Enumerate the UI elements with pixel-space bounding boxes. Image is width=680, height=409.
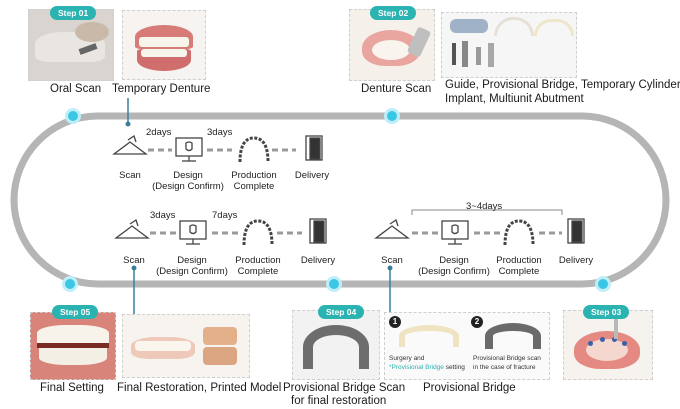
provisional-bridge-panel: 1 2 Surgery and *Provisional Bridge sett… [384,312,550,380]
top-duration-1: 2days [146,127,172,138]
components-photo [441,12,577,78]
monitor-icon [441,220,469,245]
oral-scan-photo [28,9,114,81]
step01-badge: Step 01 [50,6,97,20]
final-setting-label: Final Setting [40,382,104,394]
step03-badge: Step 03 [583,305,630,319]
final-restoration-photo [122,314,250,378]
caption-1-line2: *Provisional Bridge setting [389,364,465,371]
provisional-scan-label-line2: for final restoration [291,395,387,407]
right-delivery-label: Delivery [558,255,594,266]
oral-scan-label: Oral Scan [50,83,102,95]
step-number-2: 2 [471,316,483,328]
right-duration: 3~4days [466,201,503,212]
step04-badge: Step 04 [318,305,365,319]
top-duration-2: 3days [207,127,233,138]
temporary-denture-label: Temporary Denture [112,83,211,95]
provisional-scan-label-line1: Provisional Bridge Scan [283,382,406,394]
surgery-photo [563,310,653,380]
step02-badge: Step 02 [370,6,417,20]
temporary-denture-photo [122,10,206,80]
caption-2-line1: Provisional Bridge scan [473,355,541,362]
left-scan-label: Scan [123,255,145,266]
denture-scan-label: Denture Scan [361,83,432,95]
provisional-bridge-label: Provisional Bridge [423,382,516,394]
top-scan-label: Scan [119,170,141,181]
door-icon [305,135,323,161]
step05-badge: Step 05 [52,305,99,319]
bridge-image [399,325,459,347]
monitor-icon [179,220,207,245]
left-delivery-label: Delivery [300,255,336,266]
track-dot-step01 [65,108,81,124]
scan-icon [112,134,148,155]
track-dot-step04 [326,276,342,292]
bridge-scan-image [485,323,541,349]
monitor-icon [175,137,203,162]
door-icon [567,218,585,244]
right-scan-label: Scan [381,255,403,266]
scan-icon [374,218,410,239]
caption-2-line2: in the case of fracture [473,364,536,371]
track-dot-step02 [384,108,400,124]
left-duration-2: 7days [212,210,238,221]
top-design-label: Design(Design Confirm) [152,170,224,192]
left-design-label: Design(Design Confirm) [156,255,228,277]
scan-icon [114,218,150,239]
components-label-line1: Guide, Provisional Bridge, Temporary Cyl… [445,79,680,91]
final-restoration-label: Final Restoration, Printed Model [117,382,282,394]
track-dot-step03 [595,276,611,292]
right-design-label: Design(Design Confirm) [418,255,490,277]
top-delivery-label: Delivery [294,170,330,181]
step-number-1: 1 [389,316,401,328]
teeth-arch-icon [503,219,535,246]
provisional-scan-photo [292,310,380,380]
final-setting-photo [30,312,116,380]
teeth-arch-icon [242,219,274,246]
denture-scan-photo [349,9,435,81]
left-duration-1: 3days [150,210,176,221]
door-icon [309,218,327,244]
caption-1-line1: Surgery and [389,355,425,362]
components-label-line2: Implant, Multiunit Abutment [445,93,584,105]
teeth-arch-icon [238,136,270,163]
track-dot-step05 [62,276,78,292]
